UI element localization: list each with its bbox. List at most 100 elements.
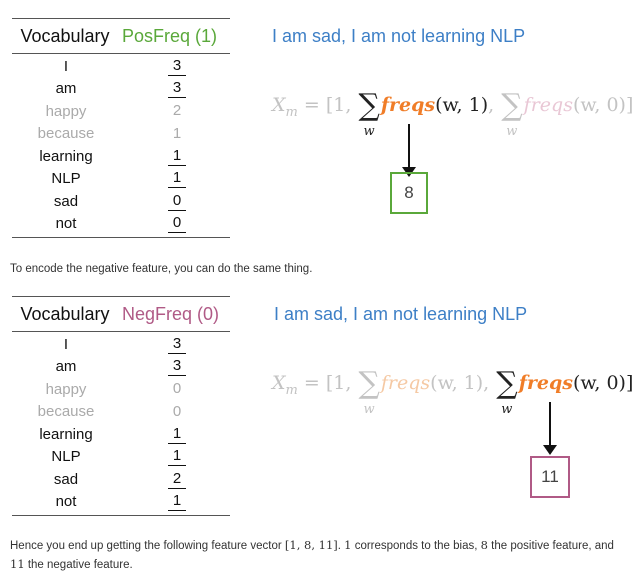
pos-row-value-cell: 0 [120, 214, 230, 234]
pos-row-value-cell: 2 [120, 102, 230, 120]
pos-row-value-cell: 3 [120, 79, 230, 99]
neg-sum-1: ∑w [358, 366, 380, 418]
neg-sentence: I am sad, I am not learning NLP [274, 304, 528, 324]
pos-row-value: 2 [172, 102, 182, 120]
pos-row-word: am [55, 80, 77, 98]
neg-row-value-cell: 1 [120, 492, 230, 512]
pos-header-freq: PosFreq (1) [122, 25, 218, 46]
pos-row-word: I [63, 57, 69, 75]
neg-table-row: not 1 [12, 491, 230, 514]
neg-row-word: sad [53, 470, 79, 488]
neg-formula-open: = [1, [297, 372, 358, 394]
pos-row-value: 1 [172, 124, 182, 142]
neg-row-value-cell: 3 [120, 335, 230, 354]
neg-header-vocabulary: Vocabulary [20, 303, 110, 324]
neg-row-value-cell: 0 [120, 403, 230, 421]
neg-row-value: 1 [168, 447, 186, 467]
pos-row-value-cell: 1 [120, 125, 230, 143]
conclusion-part-d: the positive feature, and [487, 540, 614, 552]
neg-row-value-cell: 1 [120, 447, 230, 467]
pos-row-value: 1 [168, 147, 186, 166]
neg-row-value-cell: 3 [120, 357, 230, 377]
pos-table-row: happy 2 [12, 100, 230, 123]
pos-row-value-cell: 0 [120, 192, 230, 211]
neg-header-freq: NegFreq (0) [122, 303, 220, 324]
pos-row-word: not [55, 215, 77, 233]
neg-row-value-cell: 0 [120, 380, 230, 398]
neg-table-row: learning 1 [12, 423, 230, 446]
neg-formula-lhs: Xm [272, 372, 298, 398]
pos-row-word: because [37, 125, 95, 143]
pos-row-word: happy [45, 102, 87, 120]
conclusion-part-a: Hence you end up getting the following f… [10, 540, 285, 552]
neg-row-word: NLP [51, 448, 81, 466]
pos-formula-lhs: Xm [272, 94, 298, 120]
neg-row-word: happy [45, 380, 87, 398]
pos-row-value: 0 [168, 192, 186, 211]
neg-row-value-cell: 1 [120, 425, 230, 444]
neg-freqs-2: freqs(w, 0) [518, 372, 626, 394]
pos-row-word: learning [39, 147, 93, 165]
pos-table-row: learning 1 [12, 145, 230, 168]
neg-table-row: sad 2 [12, 468, 230, 491]
pos-freqs-2: freqs(w, 0) [523, 94, 626, 116]
pos-header-vocabulary: Vocabulary [20, 25, 110, 46]
pos-sum-2: ∑w [501, 88, 523, 140]
conclusion-eight: 8 [480, 538, 488, 552]
conclusion-text: Hence you end up getting the following f… [10, 536, 630, 574]
neg-table-row: NLP 1 [12, 446, 230, 469]
pos-result-value: 8 [404, 183, 414, 202]
neg-row-word: learning [39, 425, 93, 443]
neg-row-value: 0 [172, 402, 182, 420]
pos-table-row: not 0 [12, 213, 230, 236]
middle-text: To encode the negative feature, you can … [10, 263, 313, 275]
neg-sum-2: ∑w [496, 366, 518, 418]
neg-result-box: 11 [530, 456, 570, 498]
pos-row-value-cell: 1 [120, 169, 230, 189]
pos-formula-close: ] [625, 94, 634, 116]
pos-table-header: Vocabulary PosFreq (1) [12, 18, 230, 54]
pos-row-value: 1 [168, 169, 186, 189]
conclusion-one: 1 [344, 538, 352, 552]
neg-row-word: because [37, 403, 95, 421]
pos-arrow-icon [402, 124, 416, 177]
pos-table-row: am 3 [12, 78, 230, 101]
neg-arrow-icon [543, 402, 557, 455]
pos-row-value: 3 [168, 79, 186, 99]
neg-table-header: Vocabulary NegFreq (0) [12, 296, 230, 332]
neg-table-row: because 0 [12, 401, 230, 424]
neg-result-value: 11 [541, 467, 559, 486]
neg-row-value: 1 [168, 425, 186, 444]
neg-row-value: 3 [168, 335, 186, 354]
pos-sum-1: ∑w [358, 88, 380, 140]
neg-row-value: 1 [168, 492, 186, 512]
neg-formula-close: ] [625, 372, 634, 394]
pos-freqs-1: freqs(w, 1) [380, 94, 489, 116]
pos-table-row: because 1 [12, 123, 230, 146]
conclusion-part-c: corresponds to the bias, [351, 540, 481, 552]
neg-row-value: 2 [168, 470, 186, 489]
neg-formula-comma: , [483, 372, 496, 394]
pos-row-value: 3 [168, 57, 186, 76]
conclusion-part-e: the negative feature. [24, 559, 133, 571]
pos-formula-comma: , [488, 94, 501, 116]
conclusion-vector: [1, 8, 11] [284, 538, 338, 552]
pos-sentence: I am sad, I am not learning NLP [272, 26, 526, 46]
neg-freqs-1: freqs(w, 1) [380, 372, 484, 394]
neg-table-row: happy 0 [12, 378, 230, 401]
conclusion-part-b: . [337, 540, 345, 552]
pos-row-value: 0 [168, 214, 186, 234]
neg-row-value-cell: 2 [120, 470, 230, 489]
neg-row-word: not [55, 493, 77, 511]
pos-row-value-cell: 3 [120, 57, 230, 76]
